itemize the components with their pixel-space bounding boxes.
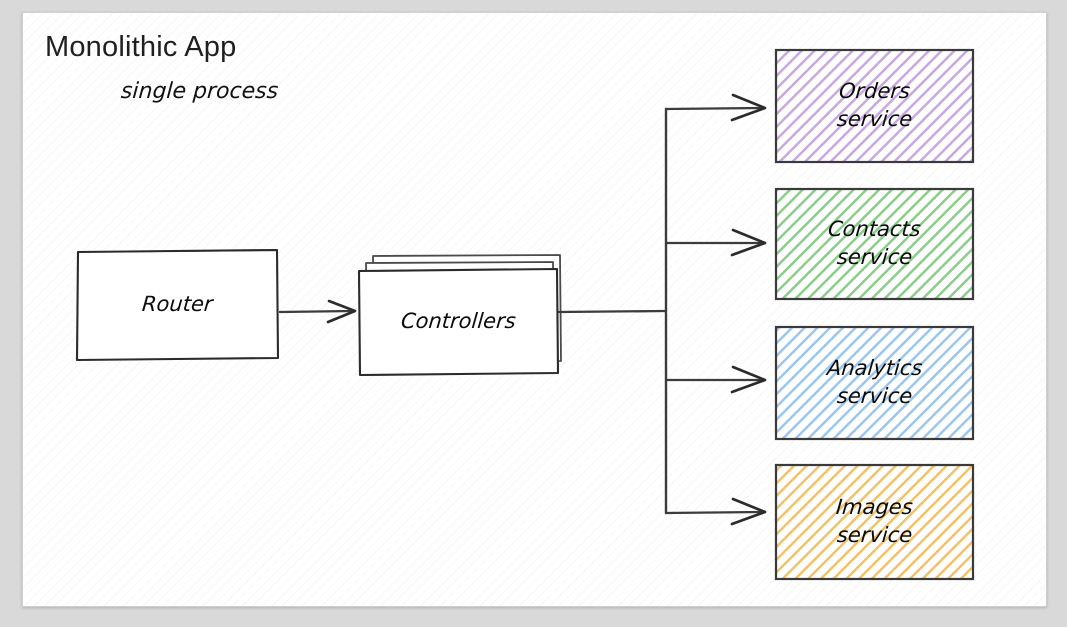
edge-trunk-to-images — [664, 497, 767, 526]
diagram-canvas: Monolithic App single process — [22, 12, 1047, 607]
edge-trunk-to-analytics — [664, 365, 767, 394]
node-router-label: Router — [141, 292, 214, 317]
node-analytics-service-label-line2: service — [835, 384, 914, 408]
page-title: Monolithic App — [45, 31, 237, 63]
node-router[interactable]: Router — [77, 250, 278, 360]
node-controllers[interactable]: Controllers — [359, 269, 558, 375]
node-router-shape[interactable] — [75, 248, 280, 362]
node-controllers-label: Controllers — [400, 309, 517, 334]
node-images-service-label-line1: Images — [835, 495, 914, 520]
node-controllers-shape[interactable] — [357, 254, 562, 377]
node-contacts-service-label-line1: Contacts — [827, 217, 922, 242]
node-analytics-service[interactable]: Analytics service — [776, 327, 973, 439]
node-images-service-label-line2: service — [835, 523, 914, 547]
node-images-service[interactable]: Images service — [776, 465, 973, 579]
node-analytics-service-shape[interactable] — [774, 325, 975, 441]
diagram-connectors — [75, 48, 975, 581]
node-contacts-service-shape[interactable] — [774, 187, 975, 301]
node-orders-service[interactable]: Orders service — [776, 50, 973, 162]
node-orders-service-label-line2: service — [835, 107, 914, 131]
edge-router-to-controllers — [278, 299, 357, 324]
edge-trunk-to-orders — [664, 93, 767, 122]
node-orders-service-label-line1: Orders — [838, 79, 912, 104]
node-contacts-service[interactable]: Contacts service — [776, 189, 973, 299]
node-contacts-service-label-line2: service — [835, 245, 914, 269]
node-orders-service-shape[interactable] — [774, 48, 975, 164]
edge-trunk-to-contacts — [664, 228, 767, 257]
node-analytics-service-label-line1: Analytics — [825, 356, 924, 381]
edge-controllers-to-trunk — [557, 309, 668, 314]
node-images-service-shape[interactable] — [774, 463, 975, 581]
